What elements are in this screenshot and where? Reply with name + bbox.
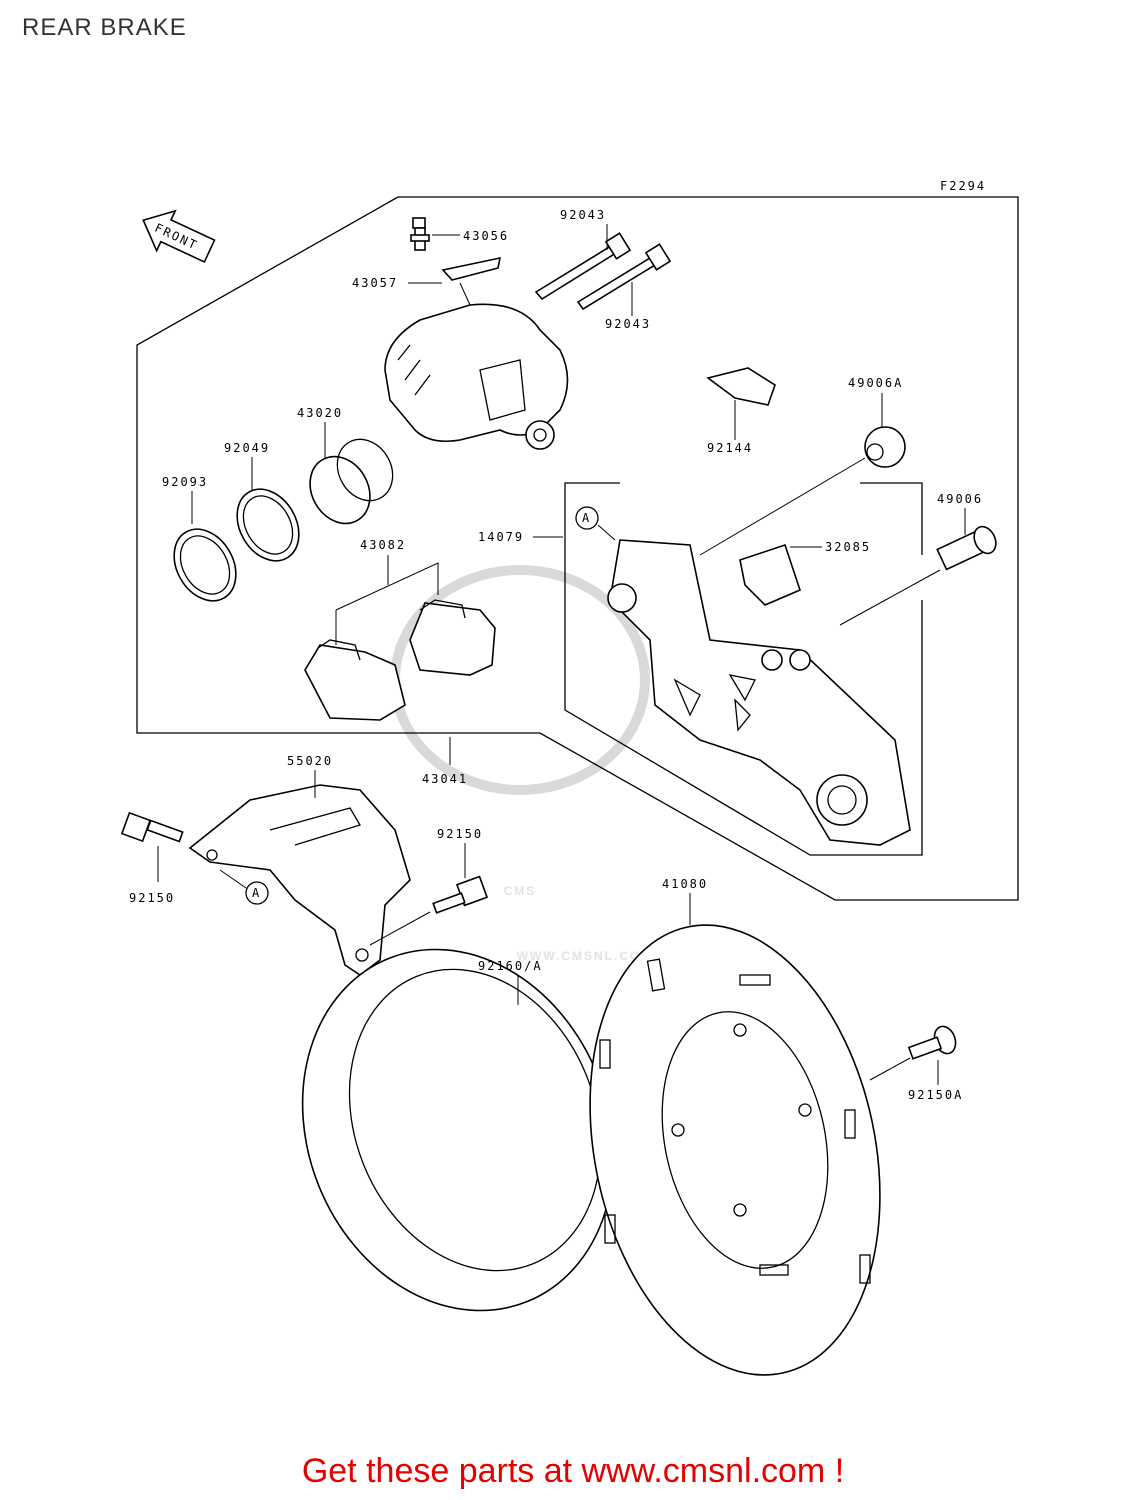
label-49006: 49006 [937, 492, 983, 506]
label-92160: 92160/A [478, 959, 543, 973]
cta-link[interactable]: Get these parts at www.cmsnl.com ! [301, 1452, 845, 1490]
label-92093: 92093 [162, 475, 208, 489]
brake-pad-part [304, 599, 496, 721]
label-49006A: 49006A [848, 376, 903, 390]
label-41080: 41080 [662, 877, 708, 891]
collar-bolt-part [936, 525, 997, 571]
label-55020: 55020 [287, 754, 333, 768]
bleed-valve-part [410, 217, 430, 251]
watermark-url: WWW.CMSNL.COM [517, 949, 654, 963]
bushing-part [864, 426, 906, 468]
holder-bolt-part-left [120, 811, 184, 843]
holder-bolt-part-right [432, 875, 489, 914]
label-43041: 43041 [422, 772, 468, 786]
slide-pin-part [534, 232, 672, 311]
bracket-spring-part [739, 543, 801, 606]
label-43056: 43056 [463, 229, 509, 243]
ref-marker-bracket: A [582, 511, 591, 525]
label-92150-right: 92150 [437, 827, 483, 841]
assembly-frame [136, 196, 1019, 901]
figure-code: F2294 [940, 179, 986, 193]
page-title: REAR BRAKE [22, 14, 187, 41]
label-43057: 43057 [352, 276, 398, 290]
piston-seal-part [236, 488, 300, 562]
caliper-body-part [384, 303, 569, 450]
label-92150A: 92150A [908, 1088, 963, 1102]
rear-brake-exploded-diagram: CMS WWW.CMSNL.COM FRONT F2294 43056 4305… [120, 179, 1019, 1376]
bracket-frame [860, 482, 923, 555]
label-43082: 43082 [360, 538, 406, 552]
label-92150-left: 92150 [129, 891, 175, 905]
brake-disc-part [589, 924, 881, 1376]
label-92043-bottom: 92043 [605, 317, 651, 331]
bracket-frame-2 [564, 482, 923, 856]
label-43020: 43020 [297, 406, 343, 420]
pad-spring-part [706, 367, 776, 406]
dust-seal-part [173, 528, 237, 602]
ref-marker-holder: A [252, 886, 261, 900]
caliper-holder-part [188, 784, 411, 976]
label-14079: 14079 [478, 530, 524, 544]
label-92049: 92049 [224, 441, 270, 455]
disc-cover-part [301, 948, 615, 1312]
front-arrow-icon: FRONT [142, 209, 216, 263]
label-32085: 32085 [825, 540, 871, 554]
caliper-bracket-part [607, 539, 911, 846]
label-92144: 92144 [707, 441, 753, 455]
piston-part [309, 438, 394, 525]
clip-part [441, 256, 502, 281]
disc-screw-part [907, 1025, 957, 1060]
watermark-brand: CMS [504, 884, 537, 898]
label-92043-top: 92043 [560, 208, 606, 222]
